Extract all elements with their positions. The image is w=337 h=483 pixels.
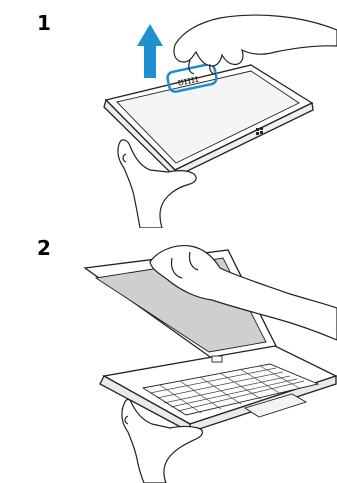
up-arrow-icon xyxy=(137,24,163,78)
step-2-illustration xyxy=(0,228,337,483)
step-1-illustration: ʊɪɪɪɪ xyxy=(0,0,337,228)
